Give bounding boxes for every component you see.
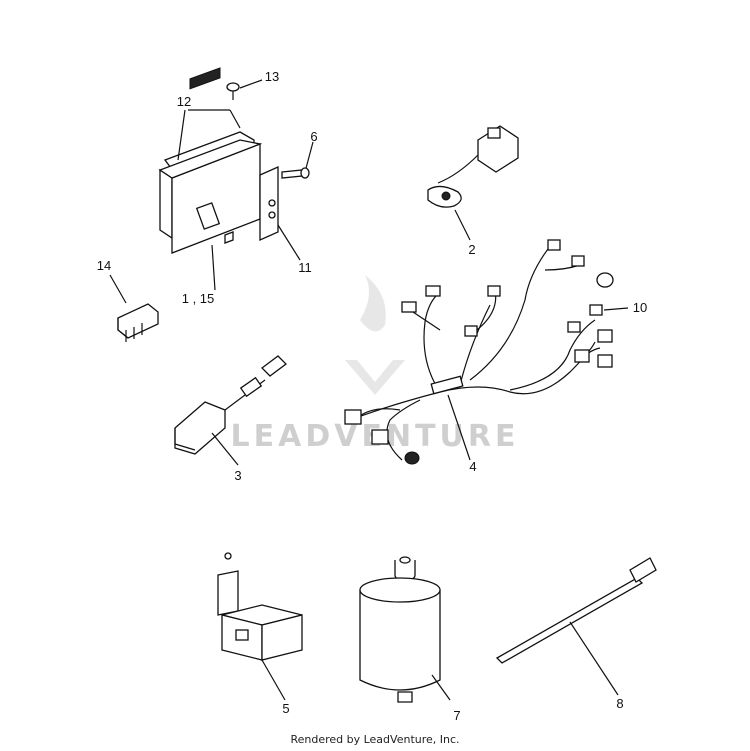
connector-14-part bbox=[117, 303, 159, 342]
fuel-filter-7-part bbox=[359, 556, 441, 703]
wiring-harness-4-part bbox=[344, 239, 614, 465]
callout-14: 14 bbox=[97, 258, 111, 273]
footer-credit: Rendered by LeadVenture, Inc. bbox=[290, 733, 460, 746]
callout-11: 11 bbox=[298, 260, 312, 275]
sensor-2-part bbox=[427, 125, 519, 208]
relay-5-part bbox=[217, 552, 303, 661]
callout-4: 4 bbox=[469, 459, 476, 474]
watermark-logo bbox=[345, 275, 405, 395]
callout-10: 10 bbox=[633, 300, 647, 315]
screw-13-part bbox=[226, 82, 240, 100]
bolt-6-part bbox=[281, 167, 310, 179]
callout-8: 8 bbox=[616, 696, 623, 711]
sensor-3-part bbox=[174, 355, 287, 455]
callout-6: 6 bbox=[310, 129, 317, 144]
callout-1-15: 1 , 15 bbox=[182, 291, 215, 306]
callout-2: 2 bbox=[468, 242, 475, 257]
callout-7: 7 bbox=[453, 708, 460, 723]
callout-13: 13 bbox=[265, 69, 279, 84]
cable-tie-8-part bbox=[495, 557, 657, 664]
callout-3: 3 bbox=[234, 468, 241, 483]
callout-5: 5 bbox=[282, 701, 289, 716]
ecu-module-part bbox=[158, 67, 279, 254]
callout-12: 12 bbox=[177, 94, 191, 109]
